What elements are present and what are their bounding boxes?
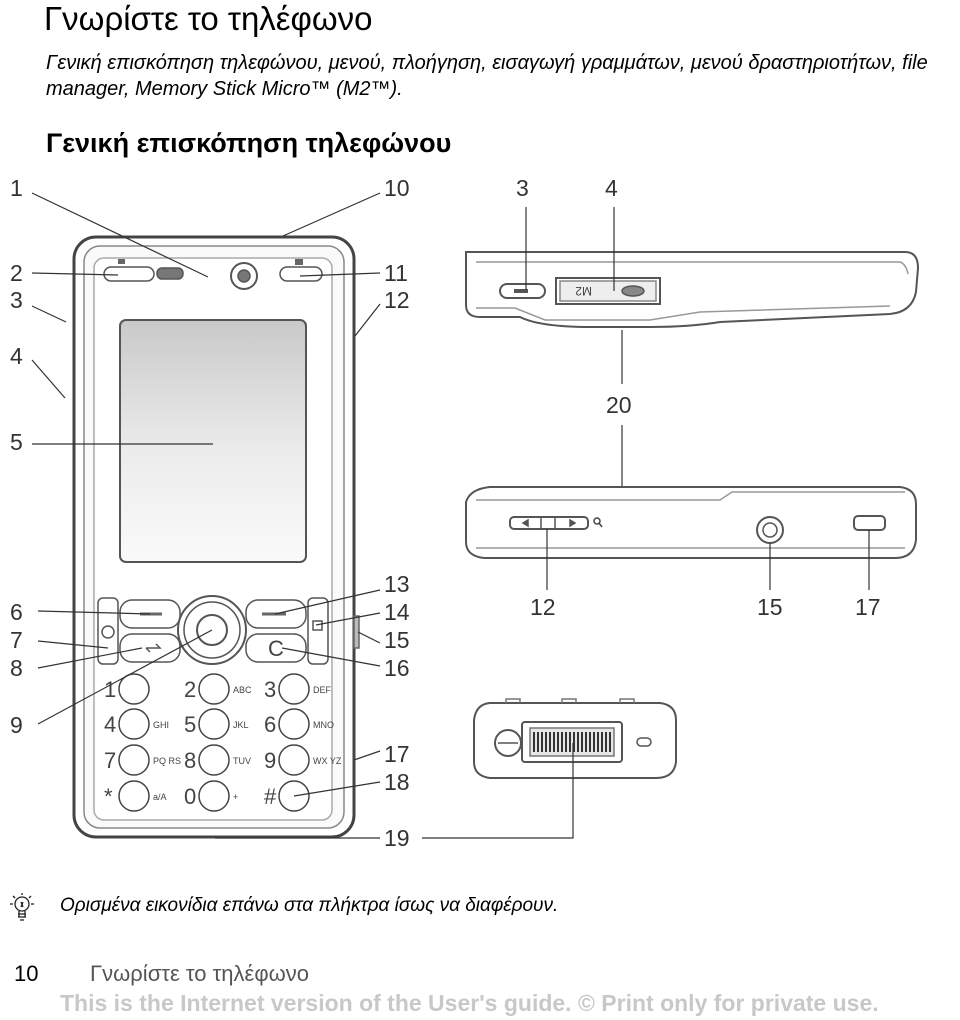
keypad-key	[118, 744, 150, 776]
keypad-letters: DEF	[313, 685, 332, 695]
callout-number: 12	[530, 594, 556, 620]
callout-number: 19	[384, 825, 410, 851]
callout-number: 15	[384, 627, 410, 653]
callout-number: 15	[757, 594, 783, 620]
keypad-letters: WX YZ	[313, 756, 342, 766]
keypad-letters: MNO	[313, 720, 334, 730]
intro-text: Γενική επισκόπηση τηλεφώνου, μενού, πλοή…	[46, 52, 928, 100]
callout-number: 8	[10, 655, 23, 681]
callout-number: 3	[10, 287, 23, 313]
keypad-digit: 3	[264, 677, 276, 702]
callout-number: 4	[605, 175, 618, 201]
keypad-letters: PQ RS	[153, 756, 181, 766]
callout-number: 17	[855, 594, 881, 620]
screen	[119, 319, 307, 563]
front-callout-lines	[31, 192, 381, 839]
keypad-key	[118, 708, 150, 740]
keypad-key	[198, 780, 230, 812]
callout-number: 20	[606, 392, 632, 418]
keypad-letters: JKL	[233, 720, 249, 730]
memory-card-label: M2	[575, 284, 592, 298]
keypad-letters: +	[233, 792, 238, 802]
bottom-callout-lines	[422, 743, 574, 839]
phone-bottom-view	[473, 698, 677, 779]
keypad-digit: 0	[184, 784, 196, 809]
keypad-digit: 7	[104, 748, 116, 773]
phone-top-view	[465, 251, 920, 328]
keypad-key	[278, 708, 310, 740]
keypad-digit: 5	[184, 712, 196, 737]
keypad-key	[278, 673, 310, 705]
callout-number: 14	[384, 599, 410, 625]
top-callout-lines	[525, 207, 623, 488]
keypad-digit: #	[264, 784, 277, 809]
callout-number: 17	[384, 741, 410, 767]
keypad-key	[118, 780, 150, 812]
camera-key-side	[853, 515, 886, 531]
callout-number: 2	[10, 260, 23, 286]
callout-number: 12	[384, 287, 410, 313]
volume-key	[509, 516, 589, 530]
callout-number: 18	[384, 769, 410, 795]
side-callout-lines	[546, 529, 870, 590]
keypad-key	[278, 744, 310, 776]
keypad-key	[198, 708, 230, 740]
front-camera	[230, 262, 258, 290]
callout-number: 3	[516, 175, 529, 201]
footer-section-title: Γνωρίστε το τηλέφωνο	[90, 961, 310, 986]
keypad-digit: 8	[184, 748, 196, 773]
keypad-digit: 9	[264, 748, 276, 773]
keypad-key	[118, 673, 150, 705]
keypad-letters: TUV	[233, 756, 251, 766]
keypad-key	[198, 673, 230, 705]
keypad-digit: *	[104, 784, 113, 809]
tip-row: Ορισμένα εικονίδια επάνω στα πλήκτρα ίσω…	[8, 893, 958, 923]
keypad-letters: a/A	[153, 792, 167, 802]
footer-note: This is the Internet version of the User…	[60, 990, 879, 1016]
keypad-digit: 4	[104, 712, 116, 737]
phone-side-view	[465, 486, 917, 559]
callout-number: 1	[10, 175, 23, 201]
callout-number: 13	[384, 571, 410, 597]
lightbulb-icon	[10, 893, 34, 921]
keypad-letters: GHI	[153, 720, 169, 730]
callout-number: 4	[10, 343, 23, 369]
callout-number: 7	[10, 627, 23, 653]
callout-number: 16	[384, 655, 410, 681]
keypad-key	[198, 744, 230, 776]
keypad-digit: 2	[184, 677, 196, 702]
keypad-digit: 6	[264, 712, 276, 737]
keypad-digit: 1	[104, 677, 116, 702]
keypad-letters: ABC	[233, 685, 252, 695]
section-subtitle: Γενική επισκόπηση τηλεφώνου	[46, 128, 452, 158]
page-number: 10	[14, 961, 39, 986]
callout-number: 10	[384, 175, 410, 201]
phone-front-view	[72, 235, 360, 839]
clear-key-label: C	[268, 636, 284, 661]
callout-number: 11	[384, 260, 408, 286]
callout-number: 6	[10, 599, 23, 625]
callout-number: 9	[10, 712, 23, 738]
callout-number: 5	[10, 429, 23, 455]
page-title: Γνωρίστε το τηλέφωνο	[44, 0, 373, 37]
tip-text: Ορισμένα εικονίδια επάνω στα πλήκτρα ίσω…	[60, 895, 559, 916]
